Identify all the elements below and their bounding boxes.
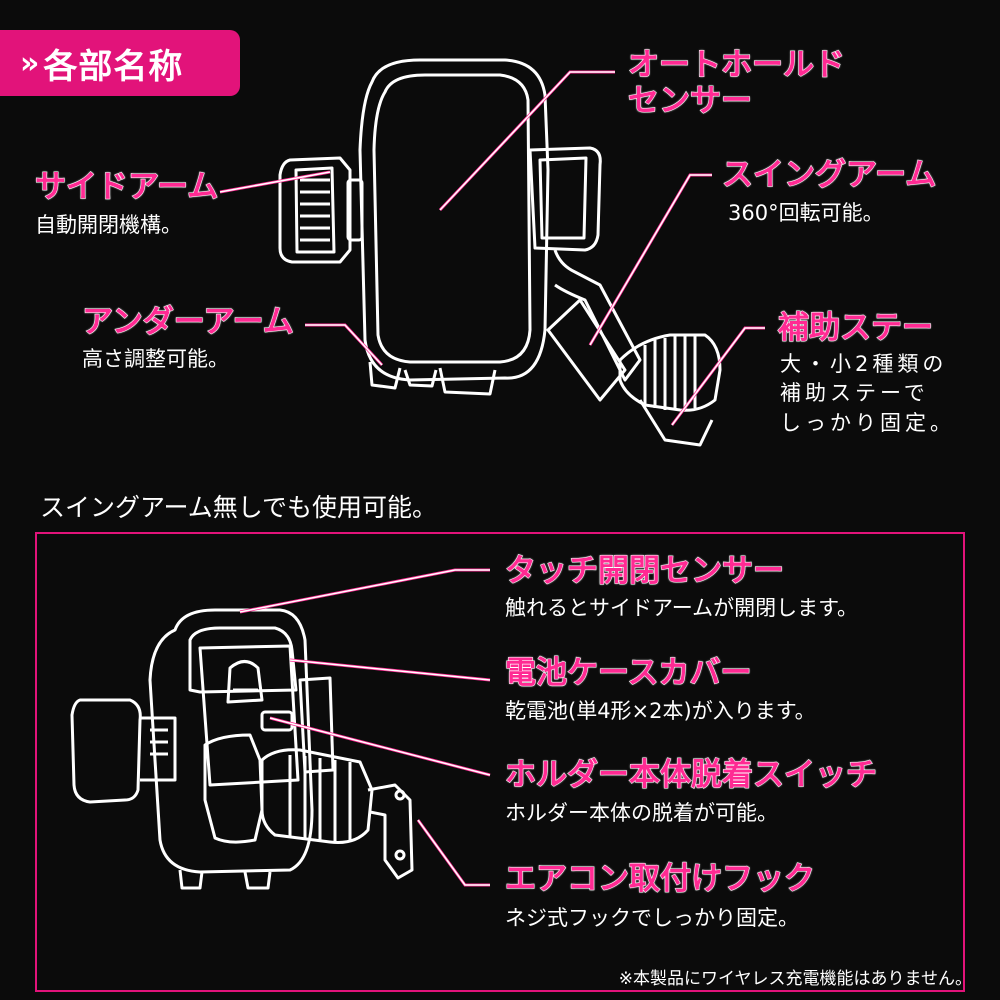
desc-support-stay: 大・小2種類の 補助ステーで しっかり固定。 — [780, 352, 955, 435]
section2-panel — [35, 532, 965, 992]
label-support-stay: 補助ステー — [778, 310, 934, 346]
label-side-arm: サイドアーム — [34, 169, 219, 205]
label-battery-cover: 電池ケースカバー — [504, 655, 752, 691]
desc-vent-hook: ネジ式フックでしっかり固定。 — [505, 906, 799, 930]
desc-swing-arm: 360°回転可能。 — [728, 201, 884, 225]
desc-detach-switch: ホルダー本体の脱着が可能。 — [505, 801, 778, 825]
label-auto-hold-sensor: オートホールド センサー — [628, 47, 846, 119]
label-under-arm: アンダーアーム — [82, 304, 295, 340]
desc-under-arm: 高さ調整可能。 — [82, 347, 229, 371]
footnote: ※本製品にワイヤレス充電機能はありません。 — [618, 969, 972, 989]
section-title: 各部名称 — [43, 46, 184, 87]
phone-holder-front-illustration — [219, 58, 765, 447]
section2-heading: スイングアーム無しでも使用可能。 — [40, 493, 438, 522]
label-touch-sensor: タッチ開閉センサー — [505, 553, 785, 589]
label-swing-arm: スイングアーム — [721, 157, 937, 193]
desc-touch-sensor: 触れるとサイドアームが開閉します。 — [505, 596, 859, 620]
label-vent-hook: エアコン取付けフック — [505, 861, 816, 897]
desc-side-arm: 自動開閉機構。 — [35, 213, 182, 237]
label-detach-switch: ホルダー本体脱着スイッチ — [505, 757, 878, 793]
section-header-badge: » 各部名称 — [0, 30, 240, 96]
desc-battery-cover: 乾電池(単4形×2本)が入ります。 — [505, 699, 816, 723]
